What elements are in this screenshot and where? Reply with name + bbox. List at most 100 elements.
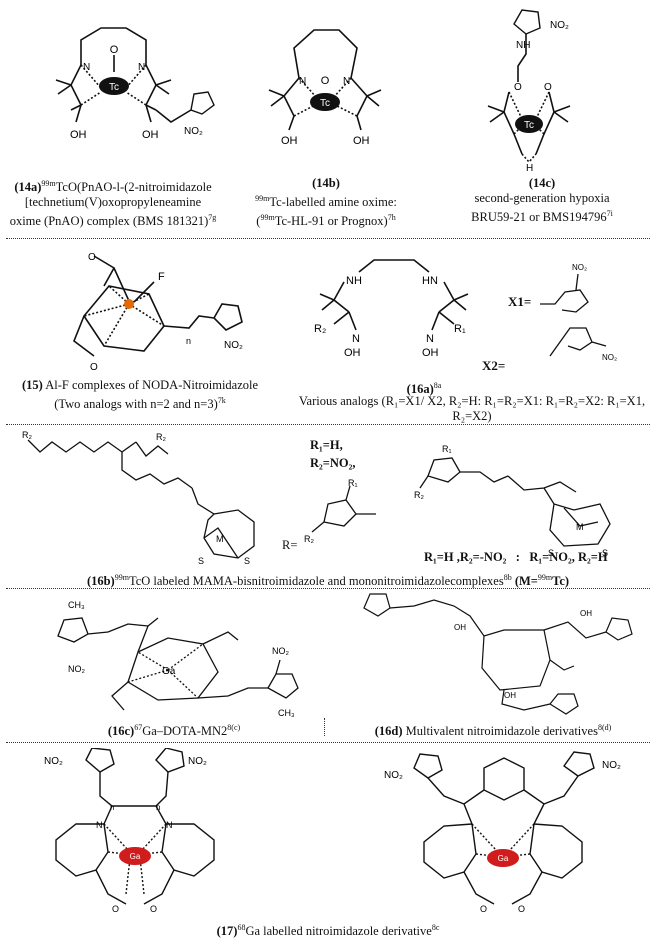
atom-ga: Ga (130, 852, 141, 861)
atom-hn: HN (422, 275, 438, 287)
atom-r1: R₁ (442, 444, 452, 454)
row-15-16a: F n NO₂ O O (15) Al-F complexes of NODA-… (4, 240, 652, 423)
atom-nh: NH (346, 275, 362, 287)
atom-no2: NO₂ (602, 760, 621, 771)
atom-o: O (90, 362, 98, 373)
atom-r: R₂ (22, 430, 32, 440)
atom-o: O (514, 82, 522, 93)
atom-o: O (480, 904, 487, 914)
atom-no2: NO₂ (384, 770, 403, 781)
atom-n: N (299, 76, 306, 87)
ga-core-icon (119, 847, 151, 865)
atom-r: R₂ (156, 432, 166, 442)
atom-no2: NO₂ (188, 756, 207, 767)
atom-n-index: n (186, 336, 191, 346)
imidazole-ring-icon (190, 91, 215, 115)
atom-r2: R₂ (414, 490, 424, 500)
atom-o: O (112, 904, 119, 914)
caption-14a: (14a)99mTcO(PnAO-l-(2-nitroimidazole [te… (9, 179, 217, 229)
atom-n: N (96, 820, 103, 830)
caption-16c: (16c)67Ga–DOTA-MN28(c) (107, 723, 241, 739)
divider-1 (6, 238, 650, 239)
caption-14b: (14b) 99mTc-labelled amine oxime: (99mTc… (255, 176, 397, 229)
structure-16d: OH OH OH (363, 593, 633, 715)
caption-16a-id: (16a)8a (406, 381, 442, 397)
atom-oh: OH (344, 347, 361, 359)
caption-16a: Various analogs (R₁=X1/ X2, R₂=H: R₁=R₂=… (298, 394, 646, 423)
substituent-r: R₁ R₂ (304, 478, 376, 544)
atom-s: S (244, 556, 250, 566)
atom-oh: OH (504, 691, 516, 700)
atom-ch3: CH₃ (278, 708, 295, 718)
structure-16c: Ga CH₃ NO₂ NO₂ CH₃ (57, 600, 299, 718)
atom-oh: OH (70, 129, 87, 141)
atom-n: N (426, 333, 434, 345)
atom-r2: R₂ (314, 323, 326, 335)
atom-n: N (138, 62, 145, 73)
structure-14a: Tc O N N OH OH NO₂ (55, 27, 215, 141)
al-core-icon (124, 299, 134, 309)
atom-oh: OH (142, 129, 159, 141)
substituent-x1-x2: NO₂ NO₂ (540, 263, 617, 362)
caption-16d: (16d) Multivalent nitroimidazole derivat… (374, 723, 612, 739)
atom-ga: Ga (498, 854, 509, 863)
row-16b: R₂ R₂ M S S R₁=H, R₂=NO₂, R₁ R₂ R= R₁ R₂… (4, 426, 652, 589)
structure-17-right: Ga NO₂ NO₂ O O (384, 751, 621, 914)
atom-r2: R₂ (304, 534, 314, 544)
atom-tc: Tc (109, 82, 119, 93)
label-x2: X2= (482, 358, 506, 373)
divider-4 (6, 742, 650, 743)
atom-o: O (110, 44, 119, 56)
atom-tc: Tc (524, 120, 534, 131)
structure-17-left: Ga NO₂ NO₂ n n N N O O (44, 748, 215, 914)
row-14: Tc O N N OH OH NO₂ (14a)99mTcO(PnAO-l-(2… (4, 0, 652, 228)
caption-17: (17)68Ga labelled nitroimidazole derivat… (216, 923, 440, 939)
atom-nh: NH (516, 40, 530, 51)
r2-label: R₂=NO₂, (310, 456, 356, 470)
atom-oh: OH (580, 609, 592, 618)
atom-s: S (198, 556, 204, 566)
caption-16b: (16b)99mTcO labeled MAMA-bisnitroimidazo… (86, 573, 570, 589)
atom-f: F (158, 271, 165, 283)
divider-3 (6, 588, 650, 589)
atom-h: H (526, 163, 533, 174)
r1-label: R₁=H, (310, 438, 343, 452)
atom-no2: NO₂ (224, 340, 243, 351)
atom-s: S (602, 548, 608, 558)
label-x1: X1= (508, 294, 532, 309)
atom-no2: NO₂ (68, 664, 86, 674)
r-combination-label: R₁=H ,R₂=-NO₂ : R₁=NO₂, R₂=H (424, 550, 608, 564)
atom-r1: R₁ (348, 478, 358, 488)
tc-core-14a (99, 77, 129, 95)
atom-ga: Ga (162, 666, 176, 677)
divider-2 (6, 424, 650, 425)
structure-16b-left: R₂ R₂ M S S (22, 430, 255, 566)
atom-o: O (518, 904, 525, 914)
structure-14c: NO₂ NH Tc O O H (487, 9, 571, 174)
atom-n-index: n (156, 803, 160, 812)
row-17: Ga NO₂ NO₂ n n N N O O Ga NO₂ NO₂ O O (1… (4, 744, 652, 944)
structure-16a: NH HN R₂ R₁ N N OH OH (314, 259, 469, 359)
atom-no2: NO₂ (550, 20, 569, 31)
atom-oh: OH (281, 135, 298, 147)
caption-14c: (14c) second-generation hypoxia BRU59-21… (471, 176, 613, 225)
atom-o: O (150, 904, 157, 914)
atom-o: O (544, 82, 552, 93)
atom-m: M (216, 534, 224, 544)
atom-no2: NO₂ (184, 126, 203, 137)
atom-n: N (166, 820, 173, 830)
atom-oh: OH (353, 135, 370, 147)
structure-16b-right: R₁ R₂ M S S (414, 444, 611, 558)
r-equals-label: R= (282, 538, 298, 552)
atom-o: O (88, 252, 96, 263)
atom-no2: NO₂ (572, 263, 587, 272)
atom-ch3: CH₃ (68, 600, 85, 610)
atom-o: O (321, 75, 330, 87)
atom-oh: OH (454, 623, 466, 632)
atom-n: N (352, 333, 360, 345)
row-16c-16d: Ga CH₃ NO₂ NO₂ CH₃ OH OH OH (16c)67Ga–DO… (4, 590, 652, 740)
atom-n-index: n (110, 803, 114, 812)
structure-14b: Tc O N N OH OH (268, 29, 382, 147)
atom-r1: R₁ (454, 323, 466, 335)
atom-oh: OH (422, 347, 439, 359)
